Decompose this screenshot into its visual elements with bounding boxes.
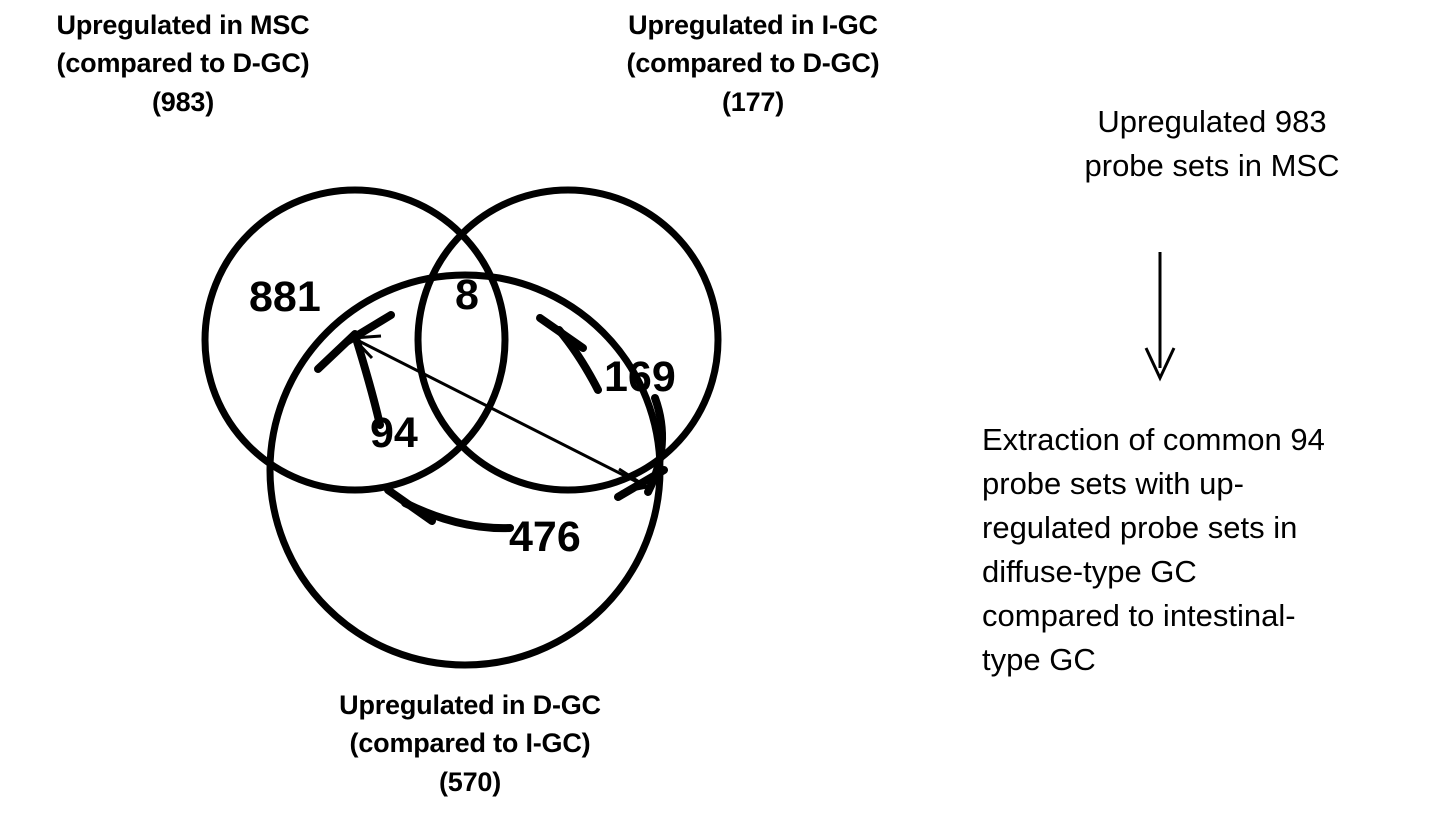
pointer-arc-left <box>351 331 384 429</box>
venn-count-igc-only: 169 <box>604 353 676 401</box>
set-caption-dgc: Upregulated in D-GC (compared to I-GC) (… <box>339 690 601 797</box>
venn-circle-igc <box>414 186 722 494</box>
set-caption-msc: Upregulated in MSC (compared to D-GC) (9… <box>56 10 310 117</box>
note-upregulated-probe-sets: Upregulated 983 probe sets in MSC <box>1084 104 1340 184</box>
double-arrow-head-right <box>618 467 651 494</box>
venn-count-dgc-only: 476 <box>509 513 581 561</box>
venn-count-msc-only: 881 <box>249 273 321 321</box>
venn-circle-msc <box>201 186 509 494</box>
double-arrow-shaft <box>352 336 648 489</box>
venn-circles-graphic <box>201 186 722 669</box>
double-arrow-head-left <box>349 334 382 360</box>
set-caption-igc: Upregulated in I-GC (compared to D-GC) (… <box>626 10 880 117</box>
note-extraction-common-probe-sets: Extraction of common 94 probe sets with … <box>982 422 1325 678</box>
venn-count-msc-igc-overlap: 8 <box>455 271 479 319</box>
venn-diagram-panel: Upregulated in MSC (compared to D-GC) (9… <box>56 10 880 797</box>
venn-count-msc-dgc-overlap: 94 <box>370 409 418 457</box>
explanation-panel: Upregulated 983 probe sets in MSC Extrac… <box>960 0 1441 833</box>
barb-top-right-a <box>536 314 587 352</box>
down-arrow-icon <box>1144 252 1176 382</box>
pointer-arc-right <box>644 394 667 496</box>
barb-upper-left-b <box>314 330 359 373</box>
barb-bottom-a <box>384 486 436 525</box>
double-headed-arrow <box>349 334 651 494</box>
venn-circle-dgc <box>266 271 664 669</box>
